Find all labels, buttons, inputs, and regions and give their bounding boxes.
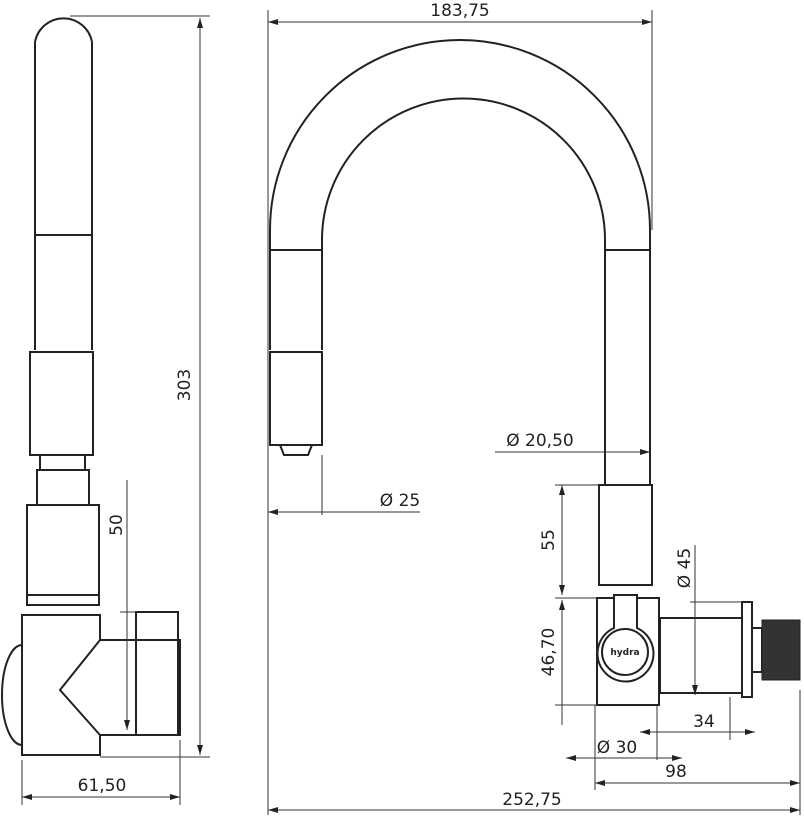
connector (659, 617, 743, 694)
nozzle (269, 351, 323, 446)
dim-nozzle-diameter: Ø 25 (380, 491, 420, 511)
dim-connector-length: 34 (693, 712, 715, 732)
dimension-lines (21, 10, 801, 815)
arch-outer (269, 39, 651, 485)
thread-nut (751, 627, 763, 673)
side-body-upper (26, 504, 100, 606)
side-swivel-joint (39, 454, 86, 471)
nozzle-tip (278, 444, 314, 456)
dim-total-width: 252,75 (502, 790, 561, 810)
side-body-v-notch (58, 639, 101, 736)
side-view (1, 17, 181, 756)
arch-inner (321, 97, 606, 485)
dim-connector-diameter: Ø 45 (675, 548, 695, 588)
side-handle (135, 611, 179, 736)
front-view: hydra (269, 39, 801, 706)
dim-collar-height: 55 (539, 529, 559, 551)
side-spout-tube (34, 17, 93, 350)
dim-tube-diameter: Ø 20,50 (506, 431, 573, 451)
dim-arch-width: 183,75 (430, 1, 489, 21)
dimension-labels: 183,75 303 50 61,50 Ø 20,50 Ø 25 55 46,7… (78, 1, 715, 810)
dim-body-diameter: Ø 30 (597, 738, 637, 758)
dim-handle-height: 50 (107, 514, 127, 536)
collar (598, 484, 653, 586)
dim-body-height: 46,70 (539, 628, 559, 677)
side-lower-tube (36, 469, 90, 506)
brand-logo: hydra (610, 648, 639, 658)
dim-side-depth: 61,50 (78, 776, 127, 796)
dim-total-height: 303 (175, 369, 195, 401)
handle-lever (596, 594, 655, 683)
side-collar (29, 351, 94, 456)
dim-base-to-thread: 98 (665, 762, 687, 782)
side-base-disc (1, 644, 23, 746)
handle-cap (601, 628, 649, 676)
flange (741, 601, 753, 698)
thread (761, 619, 801, 681)
